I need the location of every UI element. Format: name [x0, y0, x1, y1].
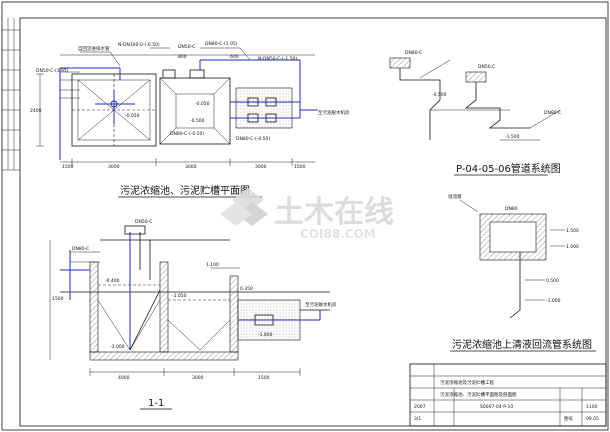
return-label-1: 1.500 — [566, 228, 579, 234]
plan-label-6: DN50-C-(1.95) — [36, 68, 69, 74]
tb-row3-right: 1100 — [586, 404, 598, 410]
section-title: 1-1 — [148, 398, 164, 409]
section-label-4: 0.350 — [240, 286, 253, 292]
tb-row4-right: 09.05 — [586, 416, 599, 422]
watermark-site: COI88.COM — [300, 227, 376, 241]
section-label-2: DN80-C — [72, 246, 89, 252]
return-system-view — [459, 199, 565, 319]
plan-label-9: 至污泥脱水机房 — [318, 109, 350, 116]
dim-7: 600 — [230, 54, 239, 60]
title-block — [409, 363, 607, 427]
plan-label-1: N-DN100-0-(-6.50) — [118, 42, 160, 48]
plan-label-8: DN80-C-(-0.50) — [236, 136, 270, 142]
plan-label-7: DN80-C-(-0.50) — [170, 131, 204, 137]
dim-6: 800 — [178, 54, 187, 60]
section-dim-3: 1500 — [258, 375, 270, 381]
section-label-5: -0.400 — [105, 278, 120, 284]
section-label-7: -3.000 — [110, 344, 125, 350]
plan-label-2: 自回流进排水管 — [78, 45, 110, 52]
return-label-6: 溢流堰 — [448, 193, 462, 200]
plan-label-10: -0.050 — [125, 113, 140, 119]
return-system-title: 污泥浓缩池上清液回流管系统图 — [452, 338, 592, 351]
inner-border — [19, 17, 607, 427]
pipe-label-3: -0.500 — [432, 92, 447, 98]
return-label-2: 1.000 — [566, 244, 579, 250]
pipe-label-2: DN50-C — [478, 64, 495, 70]
dim-1: 1500 — [62, 164, 74, 170]
return-label-5: DN80 — [505, 206, 518, 212]
plan-label-3: DN50-C — [178, 44, 195, 50]
plan-label-4: DN80-C-(1.05) — [205, 41, 238, 47]
pipe-system-title: P-04-05-06管道系统图 — [456, 162, 561, 175]
watermark-logo-icon — [220, 188, 268, 226]
pipe-system-view — [389, 57, 561, 141]
plan-label-5: N-DN50-C-(-1.50) — [258, 56, 297, 62]
return-label-4: -1.000 — [546, 298, 561, 304]
section-label-1: DN50-C — [135, 219, 152, 225]
dim-8: 2400 — [30, 108, 42, 114]
section-dim-1: 4000 — [118, 375, 130, 381]
dim-2: 3000 — [108, 164, 120, 170]
section-label-8: -1.800 — [258, 332, 273, 338]
pipe-label-4: -1.500 — [505, 134, 520, 140]
dim-3: 3000 — [185, 164, 197, 170]
section-label-6: -1.050 — [172, 293, 187, 299]
section-label-3: 1.100 — [206, 262, 219, 268]
section-dim-4: 1500 — [52, 296, 64, 302]
plan-view — [36, 47, 318, 166]
tb-row4-left: 3/1 — [414, 416, 421, 422]
tb-row2: 污泥浓缩池、污泥贮槽平面图及剖面图 — [440, 391, 517, 398]
dim-5: 1500 — [294, 164, 306, 170]
return-label-3: 0.500 — [546, 278, 559, 284]
section-label-9: 至污泥脱水机房 — [305, 301, 337, 308]
pipe-label-5: DN80-C — [544, 110, 561, 116]
tb-row4-mid: 图号 — [564, 416, 573, 422]
tb-row3-left: 2007 — [414, 404, 426, 410]
tb-row3-mid: S0007-04-P-10 — [480, 404, 513, 410]
pipe-label-1: DN80-C — [405, 50, 422, 56]
left-strip — [2, 18, 20, 171]
watermark: 土木在线 COI88.COM — [220, 188, 394, 241]
tb-row1: 污泥浓缩池及污泥贮槽工程 — [440, 379, 494, 386]
section-view — [49, 225, 330, 376]
plan-label-11: -0.050 — [195, 101, 210, 107]
plan-label-12: -0.500 — [190, 118, 205, 124]
plan-title: 污泥浓缩池、污泥贮槽平面图 — [120, 184, 250, 197]
watermark-brand: 土木在线 — [274, 195, 394, 230]
dim-4: 3000 — [255, 164, 267, 170]
section-dim-2: 3000 — [192, 375, 204, 381]
